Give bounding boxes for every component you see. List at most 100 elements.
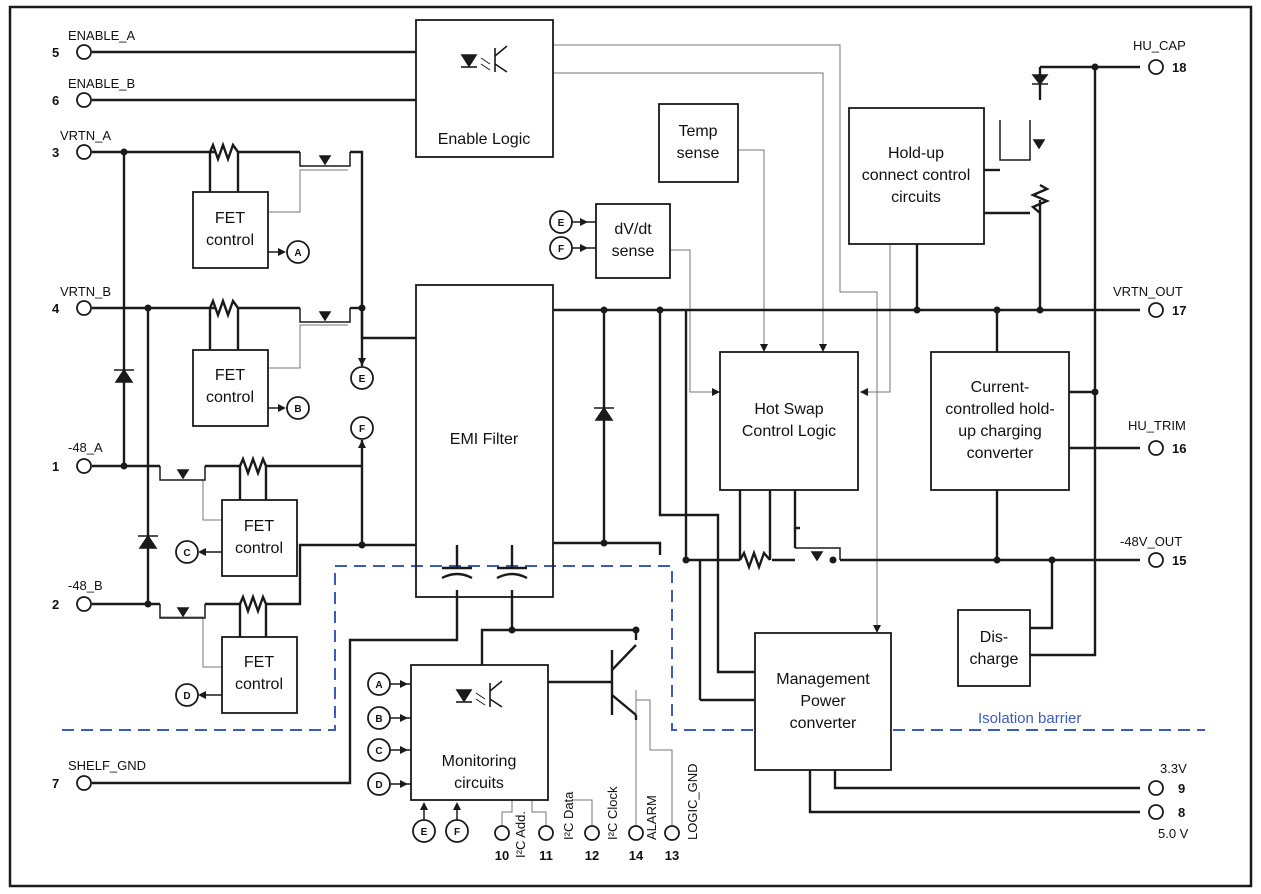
svg-text:Monitoring: Monitoring: [442, 753, 517, 770]
svg-text:charge: charge: [970, 651, 1019, 668]
svg-text:connect control: connect control: [862, 167, 971, 184]
svg-text:3.3V: 3.3V: [1160, 761, 1187, 776]
arrow-heads: [198, 218, 881, 810]
left-pins: ENABLE_A 5 ENABLE_B 6 VRTN_A 3 VRTN_B 4 …: [52, 28, 146, 791]
ref-a: A: [286, 240, 310, 264]
emi-filter-block: EMI Filter: [415, 284, 554, 598]
svg-text:LOGIC_GND: LOGIC_GND: [685, 763, 700, 840]
svg-text:control: control: [235, 540, 283, 557]
svg-text:D: D: [183, 691, 190, 702]
pin-neg48-a: -48_A 1: [52, 440, 103, 474]
svg-text:E: E: [421, 827, 428, 838]
diode-icon: [114, 74, 1049, 549]
ref-f-top: F: [350, 416, 374, 440]
pin-5v0: 8 5.0 V: [1148, 804, 1189, 841]
ref-c-mon: C: [367, 738, 391, 762]
svg-text:VRTN_A: VRTN_A: [60, 128, 111, 143]
fet-control-b: FET control: [192, 349, 269, 427]
pin-vrtn-a: VRTN_A 3: [52, 128, 111, 160]
pin-vrtn-out: VRTN_OUT 17: [1113, 284, 1186, 318]
svg-text:B: B: [294, 404, 301, 415]
svg-text:F: F: [359, 424, 365, 435]
bottom-pins: 10 I²C Add. 11 I²C Data 12 I²C Clock 14 …: [494, 763, 700, 863]
svg-text:1: 1: [52, 459, 59, 474]
ref-b-mon: B: [367, 706, 391, 730]
svg-text:converter: converter: [967, 445, 1034, 462]
ref-e-top: E: [350, 366, 374, 390]
capacitor-icon: [441, 545, 528, 580]
pin-neg48-b: -48_B 2: [52, 578, 103, 612]
pin-neg48v-out: -48V_OUT 15: [1120, 534, 1186, 568]
svg-text:18: 18: [1172, 60, 1186, 75]
mgmt-power-block: Management Power converter: [754, 632, 892, 771]
svg-text:-48_A: -48_A: [68, 440, 103, 455]
svg-text:-48V_OUT: -48V_OUT: [1120, 534, 1182, 549]
svg-text:sense: sense: [677, 145, 720, 162]
svg-text:Current-: Current-: [971, 379, 1030, 396]
svg-text:-48_B: -48_B: [68, 578, 103, 593]
power-wires: [92, 50, 1140, 814]
monitoring-block: Monitoring circuits: [410, 664, 549, 801]
pin-alarm: 14 ALARM: [628, 795, 659, 863]
svg-text:Control Logic: Control Logic: [742, 423, 836, 440]
ref-b: B: [286, 396, 310, 420]
right-pins: HU_CAP 18 VRTN_OUT 17 HU_TRIM 16 -48V_OU…: [1113, 38, 1189, 841]
svg-text:Hot Swap: Hot Swap: [754, 401, 823, 418]
pin-hu-trim: HU_TRIM 16: [1128, 418, 1186, 456]
ref-e-dvdt: E: [549, 210, 573, 234]
svg-text:up charging: up charging: [958, 423, 1042, 440]
svg-text:11: 11: [539, 848, 553, 863]
junction-dots: [120, 63, 1099, 634]
svg-text:E: E: [359, 374, 366, 385]
ref-a-mon: A: [367, 672, 391, 696]
svg-text:FET: FET: [215, 367, 245, 384]
svg-text:Hold-up: Hold-up: [888, 145, 944, 162]
svg-text:2: 2: [52, 597, 59, 612]
pin-logic-gnd: 13 LOGIC_GND: [664, 763, 700, 863]
fet-control-d: FET control: [221, 636, 298, 714]
svg-text:circuits: circuits: [454, 775, 504, 792]
svg-text:FET: FET: [215, 210, 245, 227]
ref-d: D: [175, 683, 199, 707]
holdup-connect-block: Hold-up connect control circuits: [848, 107, 985, 245]
fet-control-a: FET control: [192, 191, 269, 269]
svg-text:control: control: [206, 232, 254, 249]
ref-e-mon: E: [412, 819, 436, 843]
svg-text:9: 9: [1178, 781, 1185, 796]
svg-text:7: 7: [52, 776, 59, 791]
svg-text:VRTN_B: VRTN_B: [60, 284, 111, 299]
transistor-icon: [610, 644, 638, 720]
optocoupler-icon: [455, 680, 503, 708]
pin-enable-b: ENABLE_B 6: [52, 76, 135, 108]
svg-text:13: 13: [665, 848, 679, 863]
svg-text:FET: FET: [244, 518, 274, 535]
svg-text:F: F: [558, 244, 564, 255]
emi-filter-label: EMI Filter: [450, 431, 519, 448]
pin-i2c-add: 10 I²C Add.: [494, 811, 528, 863]
svg-text:FET: FET: [244, 654, 274, 671]
svg-text:Power: Power: [800, 693, 846, 710]
pin-enable-a: ENABLE_A 5: [52, 28, 136, 60]
svg-text:C: C: [375, 746, 382, 757]
svg-text:I²C Add.: I²C Add.: [513, 811, 528, 858]
pin-i2c-data: 11 I²C Data: [538, 791, 576, 863]
discharge-block: Dis- charge: [957, 609, 1031, 687]
svg-text:A: A: [294, 248, 301, 259]
ref-c: C: [175, 540, 199, 564]
diagram-frame: [8, 5, 1253, 888]
optocoupler-icon: [460, 45, 508, 73]
svg-text:C: C: [183, 548, 190, 559]
svg-text:dV/dt: dV/dt: [614, 221, 652, 238]
svg-text:Dis-: Dis-: [980, 629, 1008, 646]
svg-text:HU_CAP: HU_CAP: [1133, 38, 1186, 53]
dvdt-sense-block: dV/dt sense: [595, 203, 671, 279]
pin-3v3: 3.3V 9: [1148, 761, 1187, 796]
svg-text:sense: sense: [612, 243, 655, 260]
temp-sense-block: Temp sense: [658, 103, 739, 183]
charging-converter-block: Current- controlled hold- up charging co…: [930, 351, 1070, 491]
svg-text:12: 12: [585, 848, 599, 863]
svg-text:4: 4: [52, 301, 60, 316]
svg-text:controlled hold-: controlled hold-: [945, 401, 1054, 418]
svg-text:I²C Clock: I²C Clock: [605, 786, 620, 840]
svg-text:B: B: [375, 714, 382, 725]
